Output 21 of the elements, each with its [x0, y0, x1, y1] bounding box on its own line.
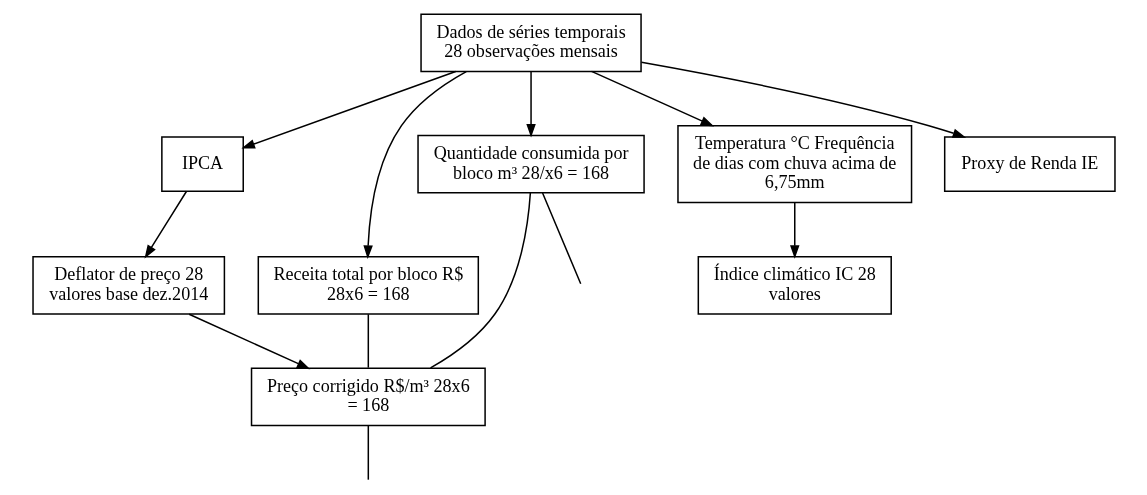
connector [367, 313, 369, 369]
node-box: Receita total por bloco R$ 28x6 = 168 [257, 256, 479, 315]
connector [541, 192, 581, 285]
node-box: Proxy de Renda IE [943, 136, 1116, 192]
arrow [362, 70, 467, 260]
arrow [789, 202, 799, 259]
node-box: Índice climático IC 28 valores [697, 256, 892, 315]
node-box: IPCA [160, 136, 244, 192]
node-box: Quantidade consumida por bloco m³ 28/x6 = 168 [416, 134, 645, 194]
arrow [590, 70, 714, 127]
arrow [525, 70, 536, 138]
node-box: Dados de séries temporais 28 observações mensais [419, 13, 642, 73]
arrow [640, 61, 966, 138]
node-box: Temperatura °C Frequência de dias com chuva acima de 6,75mm [676, 124, 912, 204]
arrow [187, 313, 310, 370]
arrow [144, 190, 187, 259]
arrow [240, 70, 456, 149]
node-box: Preço corrigido R$/m³ 28x6 = 168 [250, 367, 486, 427]
connector [429, 191, 531, 369]
connector [367, 425, 369, 481]
node-box: Deflator de preço 28 valores base dez.2014 [31, 256, 225, 315]
